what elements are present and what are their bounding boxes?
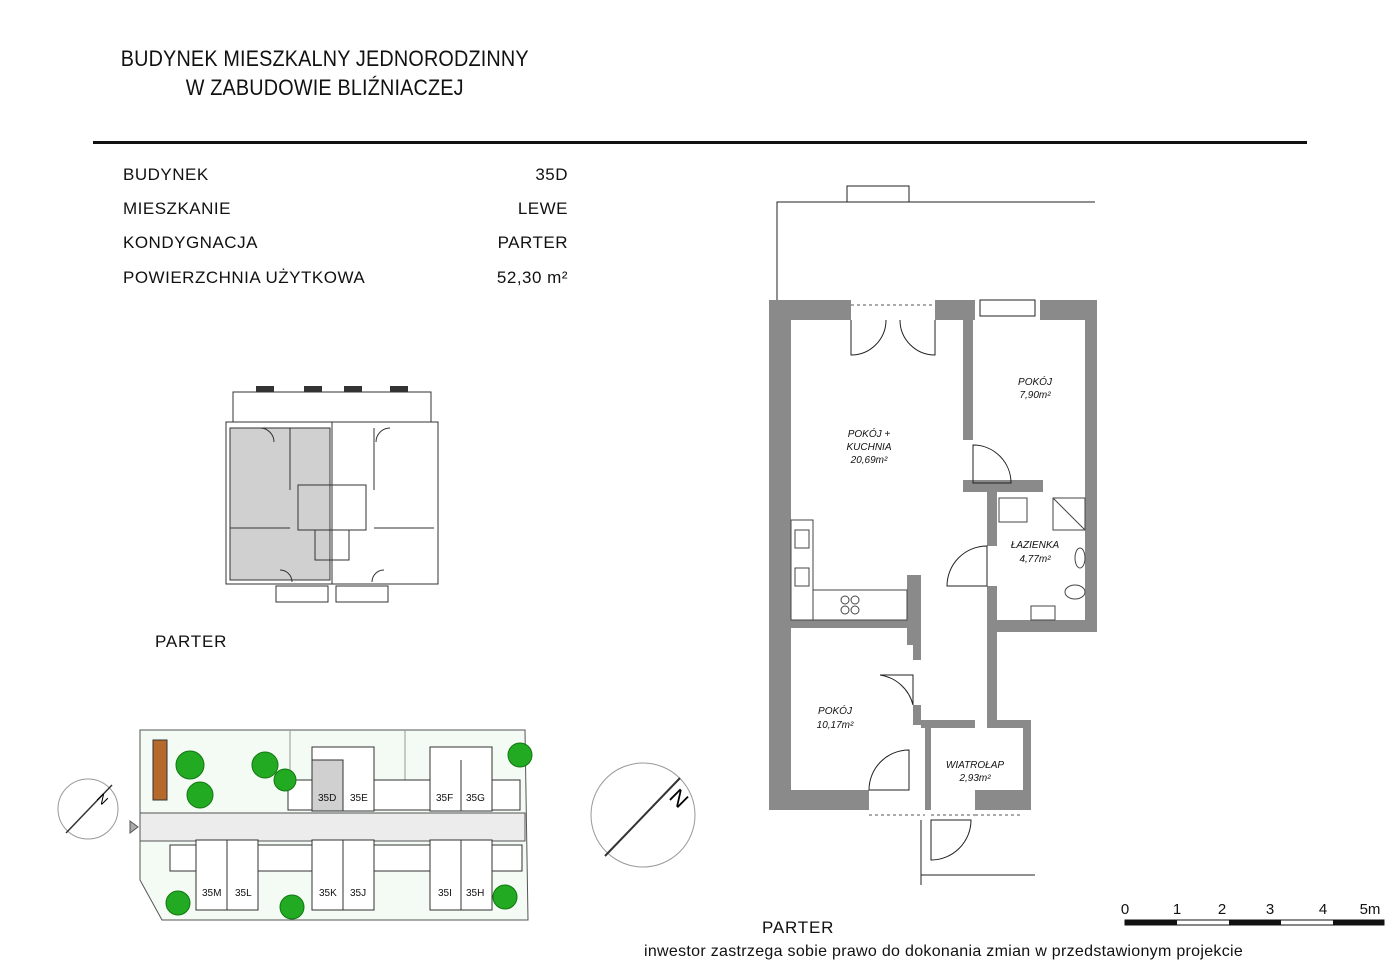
room-area: 20,69m² [850,455,888,466]
info-value: 52,30 m² [496,268,568,287]
room-name: POKÓJ [818,704,853,717]
site-plan: N 35D 35 [57,729,533,921]
washer-icon [1030,605,1056,621]
room-name: POKÓJ [1018,375,1053,388]
room-name: WIATROŁAP [946,760,1004,771]
site-unit-label: 35J [350,888,366,899]
key-plan-highlighted-unit [229,427,331,581]
info-row-floor: KONDYGNACJA PARTER [123,233,568,257]
walls [769,300,1097,810]
kitchen-counter [790,519,908,621]
info-row-apartment: MIESZKANIE LEWE [123,199,568,223]
site-unit-label: 35F [436,793,453,804]
info-value: LEWE [517,199,568,218]
title-line-1: BUDYNEK MIESZKALNY JEDNORODZINNY [120,46,529,71]
site-street [139,812,526,842]
info-label: MIESZKANIE [123,199,231,218]
site-unit-label: 35K [319,888,337,899]
room-area: 4,77m² [1019,554,1051,565]
sink-icon [794,529,810,549]
cooktop-icon [840,595,850,605]
terrace-outline [776,185,1095,300]
title-line-2: W ZABUDOWIE BLIŹNIACZEJ [185,75,464,100]
scale-tick: 4 [1319,901,1327,918]
floor-plan: POKÓJ 7,90m² POKÓJ + KUCHNIA 20,69m² ŁAZ… [769,185,1097,885]
building-title: BUDYNEK MIESZKALNY JEDNORODZINNY W ZABUD… [120,44,530,102]
site-unit-label: 35I [438,888,452,899]
dishwasher-icon [794,567,810,587]
room-name: POKÓJ + [848,427,891,440]
site-unit-label: 35E [350,793,368,804]
room-area: 10,17m² [817,720,854,731]
door-windows [851,304,1023,816]
site-north-arrow: N [57,778,119,840]
disclaimer: inwestor zastrzega sobie prawo do dokona… [644,943,1244,960]
scale-tick: 3 [1266,901,1274,918]
info-value: 35D [535,165,568,184]
scale-tick: 0 [1121,901,1129,918]
site-unit-label: 35H [466,888,484,899]
key-plan-porch-right [335,585,389,603]
info-row-area: POWIERZCHNIA UŻYTKOWA 52,30 m² [123,268,568,292]
site-unit-label: 35G [466,793,485,804]
scale-tick: 5m [1360,901,1381,918]
site-unit-label: 35D [318,793,336,804]
washbasin-icon [1074,547,1086,569]
site-unit-label: 35L [235,888,252,899]
compass-north-label: N [664,784,693,813]
key-plan-terrace [232,391,432,423]
scale-tick: 1 [1173,901,1181,918]
toilet-icon [1064,584,1086,600]
bathroom-fixtures [998,497,1086,621]
site-unit-label: 35M [202,888,221,899]
site-parking [152,739,168,801]
info-label: KONDYGNACJA [123,233,258,252]
info-label: POWIERZCHNIA UŻYTKOWA [123,268,366,287]
header-divider [93,141,1307,144]
key-plan [225,386,439,603]
info-label: BUDYNEK [123,165,209,184]
room-name: ŁAZIENKA [1011,540,1060,551]
site-greenery [165,742,533,920]
site-entry-arrow-icon [129,820,139,834]
shower-icon [1052,497,1086,531]
room-area: 7,90m² [1019,390,1051,401]
key-plan-porch-left [275,585,329,603]
floor-plan-caption: PARTER [762,918,835,937]
window-bedroom [979,299,1036,317]
site-north-label: N [94,791,111,808]
door-swings [850,319,1035,885]
room-area: 2,93m² [958,773,991,784]
scale-bar: 0 1 2 3 4 5m [1121,901,1385,926]
key-plan-caption: PARTER [155,632,228,651]
scale-tick: 2 [1218,901,1226,918]
info-value: PARTER [497,233,568,252]
north-compass: N [590,762,696,868]
info-row-building: BUDYNEK 35D [123,165,568,189]
room-name: KUCHNIA [846,442,891,453]
site-unit-35d-highlight [311,759,344,812]
